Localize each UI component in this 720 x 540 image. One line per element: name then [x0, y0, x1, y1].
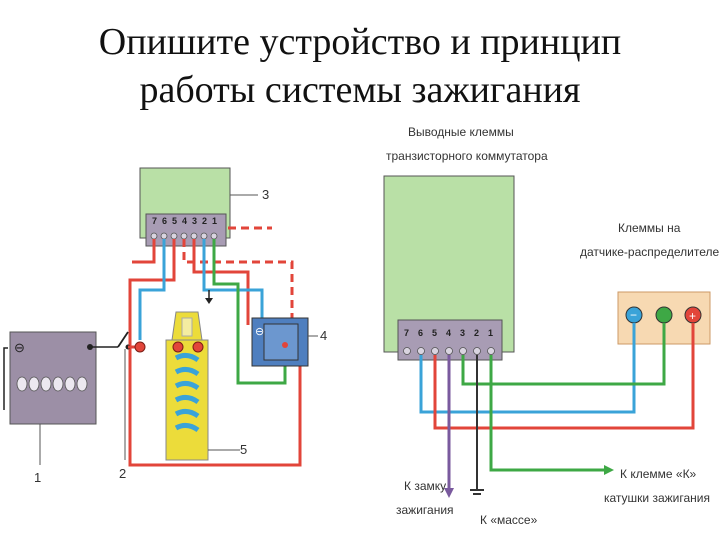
coil-high-voltage-terminal	[181, 317, 193, 337]
battery-ground-wire	[3, 347, 8, 410]
sensor-minus-terminal: ⊖	[255, 326, 264, 338]
coil-terminal-right	[192, 341, 204, 353]
sensor-signal-pin	[655, 306, 673, 324]
terminal-pins	[403, 347, 495, 355]
sensor-plus-label: +	[689, 309, 696, 323]
to-coil-line-1: К клемме «К»	[620, 467, 697, 481]
terminal-number: 7	[404, 328, 409, 338]
sensor-label-line-1: Клеммы на	[618, 221, 681, 235]
terminal-number: 3	[460, 328, 465, 338]
to-ground-label: К «массе»	[480, 513, 538, 527]
green-signal-wire	[461, 323, 666, 386]
blue-wire-to-coil	[138, 239, 166, 340]
green-wire	[212, 239, 287, 385]
battery-minus-terminal: ⊖	[14, 340, 25, 355]
terminal-number: 1	[488, 328, 493, 338]
left-diagram: 7 6 5 4 3 2 1 3 ⊖	[3, 167, 327, 485]
callout-3: 3	[262, 187, 269, 202]
callout-4: 4	[320, 328, 327, 343]
terminal-number: 2	[202, 216, 207, 226]
coil-terminal-b	[134, 341, 146, 353]
callout-2: 2	[119, 466, 126, 481]
red-wire-short	[132, 239, 156, 264]
coil-arrow	[604, 465, 614, 475]
ignition-switch	[117, 331, 129, 348]
coil-winding	[174, 352, 200, 433]
callout-5: 5	[240, 442, 247, 457]
terminal-number: 4	[182, 216, 187, 226]
terminal-number: 5	[432, 328, 437, 338]
callout-1: 1	[34, 470, 41, 485]
red-wire	[433, 323, 695, 430]
sensor-plus-terminal	[282, 342, 288, 348]
commutator-label-line-1: Выводные клеммы	[408, 125, 514, 139]
sensor-label-line-2: датчике-распределителе	[580, 245, 719, 259]
terminal-number: 5	[172, 216, 177, 226]
terminal-number: 7	[152, 216, 157, 226]
red-wire-to-sensor	[192, 239, 250, 325]
terminal-number: 2	[474, 328, 479, 338]
commutator-label-line-2: транзисторного коммутатора	[386, 149, 548, 163]
red-dashed-wire	[182, 239, 300, 327]
commutator-terminal-numbers: 7 6 5 4 3 2 1	[152, 216, 217, 226]
green-wire-to-coil	[489, 355, 606, 472]
terminal-number: 6	[418, 328, 423, 338]
terminal-numbers: 7 6 5 4 3 2 1	[404, 328, 493, 338]
terminal-number: 3	[192, 216, 197, 226]
ignition-switch-arrow	[444, 488, 454, 498]
to-ignition-switch-line-2: зажигания	[396, 503, 454, 517]
blue-wire-to-sensor	[202, 239, 264, 320]
slide-title: Опишите устройство и принцип работы сист…	[0, 18, 720, 114]
battery-cells	[16, 376, 88, 392]
terminal-number: 4	[446, 328, 451, 338]
terminal-number: 6	[162, 216, 167, 226]
title-line-1: Опишите устройство и принцип	[98, 21, 622, 63]
ground-arrowhead	[205, 298, 213, 304]
hall-sensor-face	[263, 323, 299, 361]
to-ignition-switch-line-1: К замку	[404, 479, 446, 493]
coil-terminal-left	[172, 341, 184, 353]
battery-plus-terminal	[87, 344, 93, 350]
sensor-minus-label: −	[630, 308, 637, 322]
blue-wire	[419, 323, 636, 414]
title-line-2: работы системы зажигания	[139, 69, 581, 111]
terminal-number: 1	[212, 216, 217, 226]
to-coil-line-2: катушки зажигания	[604, 491, 710, 505]
right-diagram: Выводные клеммы транзисторного коммутато…	[383, 125, 719, 527]
